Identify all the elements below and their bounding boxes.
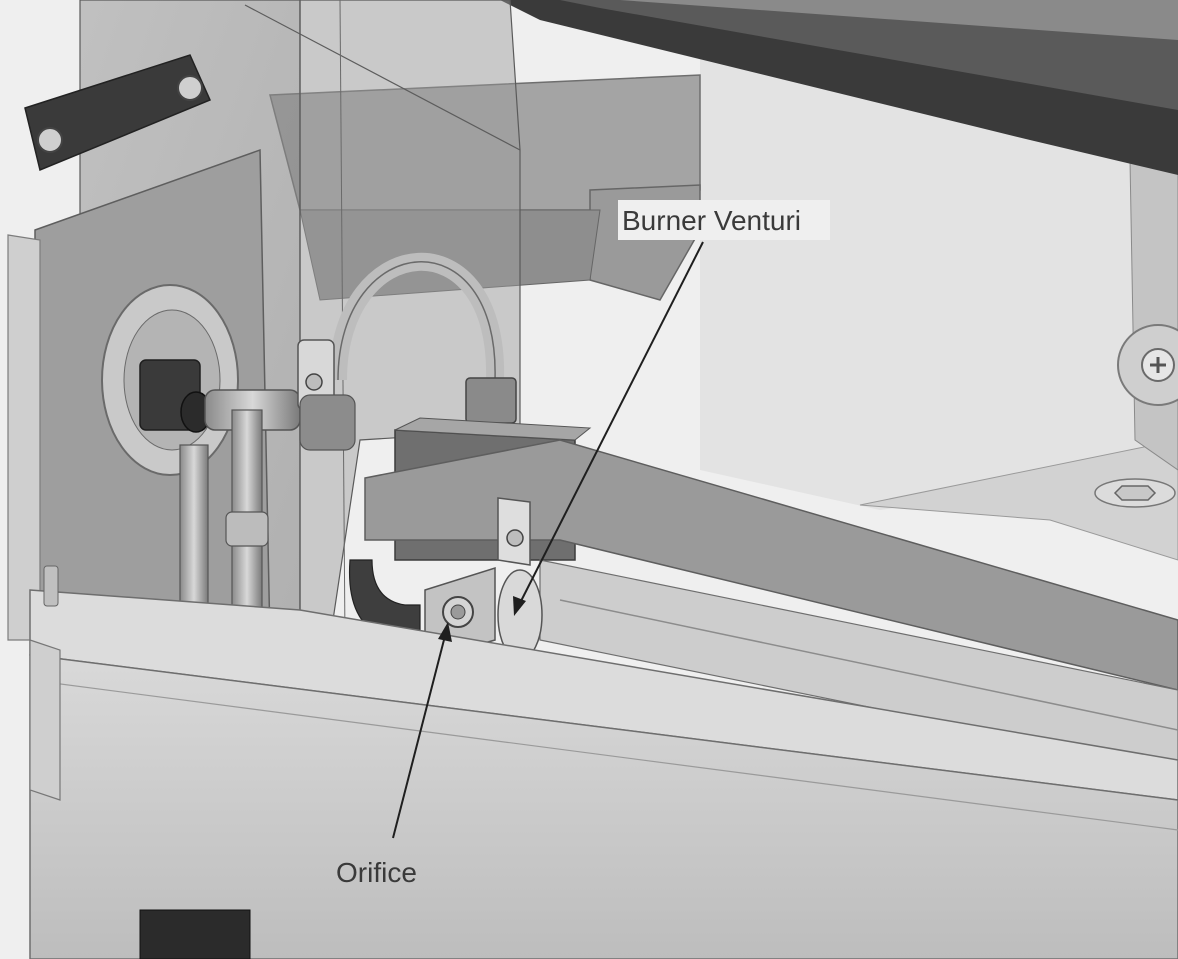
phillips-screw-icon	[1150, 357, 1166, 373]
right-floor-panel	[859, 439, 1178, 561]
orifice-leader-line	[392, 631, 447, 839]
right-post	[1129, 159, 1178, 471]
burner-venturi-label: Burner Venturi	[622, 205, 801, 236]
front-foot	[139, 909, 251, 959]
back-wall	[700, 50, 1178, 510]
burner-venturi-arrowhead	[513, 596, 526, 616]
plate-nut-right	[177, 75, 203, 101]
orifice-hole-inner	[450, 604, 466, 620]
top-rail-highlight	[620, 0, 1178, 40]
manifold-top	[394, 417, 592, 441]
bracket-screw	[506, 529, 524, 547]
gas-tube-outline	[337, 261, 496, 381]
tube-nut	[465, 377, 517, 424]
mounting-plate	[24, 54, 211, 172]
plate-nut-left	[37, 127, 63, 153]
corner-post	[43, 565, 59, 607]
glass-edge-line	[244, 4, 521, 151]
burner-venturi-label-bg	[618, 200, 830, 240]
orifice-arrowhead	[438, 622, 452, 642]
left-corner-panel	[29, 639, 61, 801]
front-base-face	[29, 654, 1178, 959]
left-edge-panel	[7, 234, 41, 641]
clip-screw	[305, 373, 323, 391]
burner-venturi-leader-line	[517, 241, 704, 608]
rail-groove	[559, 599, 1178, 731]
orifice-label: Orifice	[336, 857, 417, 888]
base-edge-line	[29, 679, 1178, 831]
hex-bolt-head	[1113, 485, 1157, 501]
burner-rail-top	[364, 439, 1178, 691]
elbow-fitting	[299, 394, 356, 451]
pipe-collar	[225, 511, 269, 547]
